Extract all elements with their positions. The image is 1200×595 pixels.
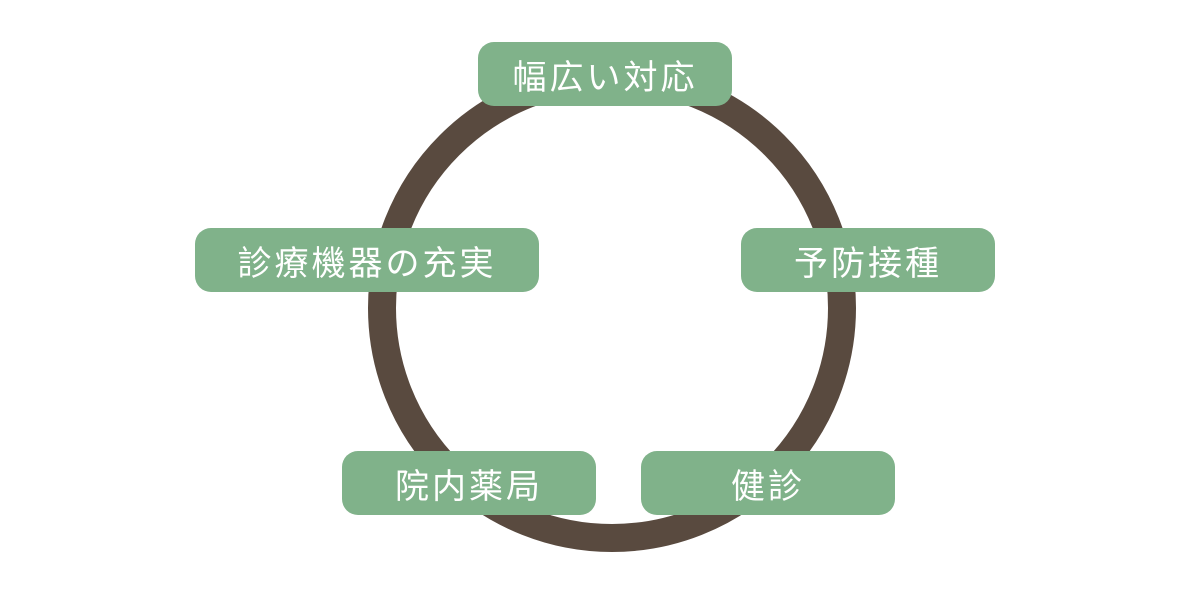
label-in-house-pharmacy: 院内薬局 — [342, 451, 596, 515]
label-in-house-pharmacy-text: 院内薬局 — [395, 466, 543, 507]
label-wide-support-text: 幅広い対応 — [512, 57, 698, 98]
label-vaccination-text: 予防接種 — [794, 243, 942, 284]
label-vaccination: 予防接種 — [741, 228, 995, 292]
label-health-checkup-text: 健診 — [731, 466, 805, 507]
label-medical-equipment: 診療機器の充実 — [195, 228, 539, 292]
label-wide-support: 幅広い対応 — [478, 42, 732, 106]
label-medical-equipment-text: 診療機器の充実 — [237, 243, 497, 284]
label-health-checkup: 健診 — [641, 451, 895, 515]
